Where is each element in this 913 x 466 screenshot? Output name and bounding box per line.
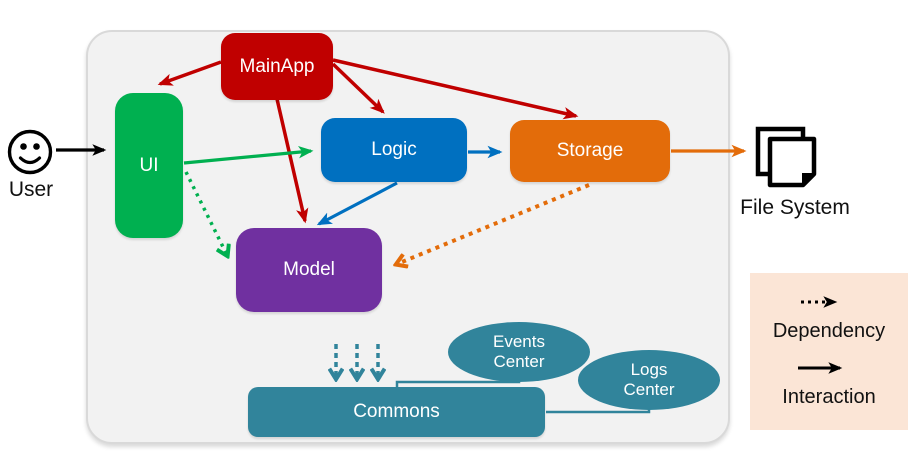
node-commons: Commons bbox=[248, 387, 545, 437]
node-model-label: Model bbox=[283, 259, 335, 280]
file-system-label: File System bbox=[740, 196, 850, 219]
node-storage: Storage bbox=[510, 120, 670, 182]
smiley-face-icon bbox=[7, 129, 53, 175]
node-mainapp-label: MainApp bbox=[239, 55, 315, 77]
node-logs-center: Logs Center bbox=[578, 350, 720, 410]
node-events-center: Events Center bbox=[448, 322, 590, 382]
node-logic: Logic bbox=[321, 118, 467, 182]
node-commons-label: Commons bbox=[353, 401, 440, 422]
node-mainapp: MainApp bbox=[221, 33, 333, 100]
node-model: Model bbox=[236, 228, 382, 312]
node-ui: UI bbox=[115, 93, 183, 238]
user-label: User bbox=[8, 178, 54, 201]
documents-stack-icon bbox=[755, 126, 817, 188]
legend-dependency-label: Dependency bbox=[772, 320, 886, 342]
node-logs-center-label-line1: Logs bbox=[630, 359, 668, 379]
legend-interaction-label: Interaction bbox=[782, 386, 876, 408]
node-ui-label: UI bbox=[139, 154, 159, 176]
node-logs-center-label-line2: Center bbox=[623, 380, 675, 399]
node-logic-label: Logic bbox=[371, 139, 417, 160]
node-events-center-label-line2: Center bbox=[493, 352, 545, 371]
node-events-center-label-line1: Events bbox=[493, 331, 545, 351]
node-storage-label: Storage bbox=[556, 140, 624, 161]
